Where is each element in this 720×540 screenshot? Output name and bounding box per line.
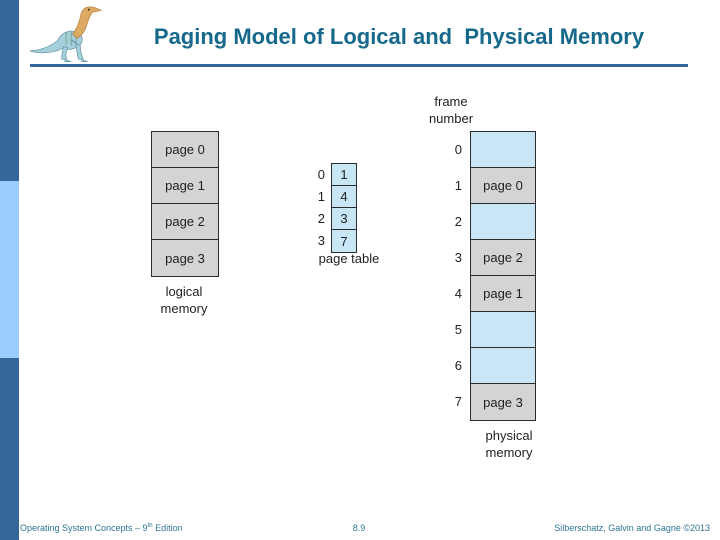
sidebar-segment-top	[0, 0, 19, 181]
physical-memory-cell: page 1	[471, 276, 535, 312]
logical-memory-label-line: logical	[165, 284, 203, 299]
page-table-cell: 7	[332, 230, 356, 252]
footer-edition-text: Edition	[152, 523, 183, 533]
sidebar-segment-bottom	[0, 358, 19, 540]
logical-memory-label-line: memory	[160, 301, 208, 316]
frame-number-label-line: number	[428, 111, 474, 126]
dinosaur-logo-icon	[28, 2, 112, 66]
frame-number: 2	[454, 213, 462, 229]
footer-authors: Silberschatz, Galvin and Gagne ©2013	[554, 523, 710, 533]
frame-number: 5	[454, 321, 462, 337]
physical-memory-cell	[471, 132, 535, 168]
frame-number: 3	[454, 249, 462, 265]
logical-memory-label: logical memory	[141, 283, 227, 317]
page-title: Paging Model of Logical and Physical Mem…	[153, 24, 645, 49]
logical-memory-cell: page 0	[152, 132, 218, 168]
page-table: 1 4 3 7	[331, 163, 357, 253]
physical-memory-cell: page 3	[471, 384, 535, 420]
sidebar-accent-bar	[0, 0, 19, 540]
page-table-cell: 3	[332, 208, 356, 230]
physical-memory-label: physical memory	[465, 427, 553, 461]
logical-memory-cell: page 1	[152, 168, 218, 204]
logical-memory-cell: page 2	[152, 204, 218, 240]
frame-number: 4	[454, 285, 462, 301]
frame-number: 0	[454, 141, 462, 157]
page-table-cell: 4	[332, 186, 356, 208]
page-table-index: 2	[317, 210, 325, 226]
frame-number: 7	[454, 393, 462, 409]
frame-number: 1	[454, 177, 462, 193]
frame-number-column: 0 1 2 3 4 5 6 7	[438, 131, 470, 421]
physical-memory-label-line: physical	[485, 428, 533, 443]
physical-memory-cell	[471, 204, 535, 240]
physical-memory-table: page 0 page 2 page 1 page 3	[470, 131, 536, 421]
page-table-label: page table	[318, 251, 380, 266]
logical-memory-table: page 0 page 1 page 2 page 3	[151, 131, 219, 277]
physical-memory-label-line: memory	[485, 445, 533, 460]
physical-memory-cell: page 2	[471, 240, 535, 276]
page-table-index-column: 0 1 2 3	[311, 163, 331, 253]
page-table-group: 0 1 2 3 1 4 3 7	[311, 163, 357, 253]
page-table-index: 0	[317, 166, 325, 182]
frame-number-label: frame number	[411, 93, 491, 127]
physical-memory-group: 0 1 2 3 4 5 6 7 page 0 page 2 page 1 pag…	[438, 131, 536, 421]
frame-number-label-line: frame	[434, 94, 468, 109]
footer-edition-superscript: th	[147, 523, 153, 529]
title-underline	[30, 64, 688, 67]
footer-book-title: Operating System Concepts – 9th Edition	[20, 523, 183, 533]
footer-page-number: 8.9	[352, 523, 366, 533]
page-table-index: 1	[317, 188, 325, 204]
page-table-index: 3	[317, 232, 325, 248]
frame-number: 6	[454, 357, 462, 373]
footer-book-title-text: Operating System Concepts – 9	[20, 523, 148, 533]
physical-memory-cell: page 0	[471, 168, 535, 204]
page-table-cell: 1	[332, 164, 356, 186]
physical-memory-cell	[471, 348, 535, 384]
sidebar-segment-middle	[0, 181, 19, 358]
physical-memory-cell	[471, 312, 535, 348]
logical-memory-cell: page 3	[152, 240, 218, 276]
